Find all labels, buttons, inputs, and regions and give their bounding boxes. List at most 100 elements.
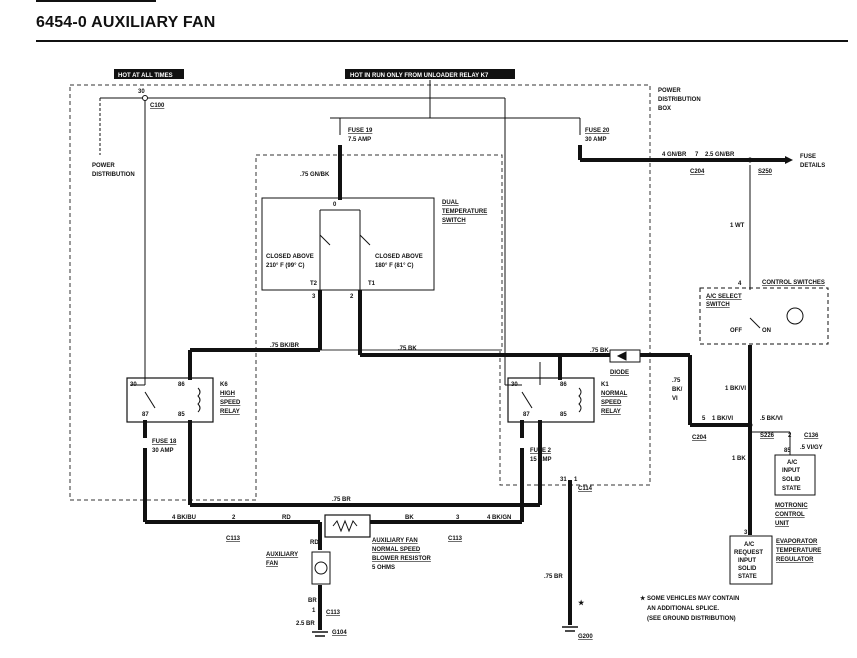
splice-s250 [747,157,753,163]
label-pin5: 5 [702,416,706,422]
hot-in-run-box [345,69,515,79]
label-closed1-1: CLOSED ABOVE [266,254,314,260]
label-c113-l: C113 [226,536,241,542]
label-pin1: 1 [574,477,578,483]
label-k6-r86: 86 [178,382,185,388]
label-pin3c: 3 [744,530,748,536]
label-pin2: 2 [350,294,354,300]
k1-switch-arm [521,391,533,409]
label-t1: T1 [368,281,376,287]
label-ac-input-1: A/C [787,460,798,466]
fuse-details-arrow [785,156,793,164]
k1-coil [578,387,582,413]
label-pin30-top: 30 [138,89,145,95]
label-c113-b: C113 [326,610,341,616]
diagram-labels: HOT AT ALL TIMES HOT IN RUN ONLY FROM UN… [92,73,825,640]
label-k6-3: SPEED [220,400,241,406]
label-pin1b: 1 [312,608,316,614]
label-diode: DIODE [610,370,629,376]
label-note-2: AN ADDITIONAL SPLICE. [647,606,719,612]
label-pin85: 85 [784,448,791,454]
label-dual-1: DUAL [442,200,459,206]
dual-temperature-switch-box [261,197,435,291]
temp-contact-1 [319,234,331,246]
label-rd: RD [282,515,291,521]
label-aux-2: FAN [266,561,278,567]
label-wire-75bkvi-a: .75 [672,378,681,384]
control-switch-box [699,287,829,345]
label-aux-1: AUXILIARY [266,552,298,558]
ground-g200-icon [562,626,578,632]
k6-switch-arm [144,391,156,409]
label-pin7: 7 [695,152,699,158]
k6-coil [197,387,201,413]
label-res-3: BLOWER RESISTOR [372,556,432,562]
label-evap-1: EVAPORATOR [776,539,818,545]
label-wire-25gnbr: 2.5 GN/BR [705,152,735,158]
label-ac-select-1: A/C SELECT [706,294,742,300]
label-wire-5vigy: .5 VI/GY [800,445,823,451]
label-wire-75gnbk: .75 GN/BK [300,172,330,178]
label-wire-75bk: .75 BK [398,346,417,352]
label-pin4: 4 [738,281,742,287]
label-k6-r85: 85 [178,412,185,418]
label-c204-bot: C204 [692,435,707,441]
label-wire-1bkvi2: 1 BK/VI [712,416,733,422]
label-motronic-3: UNIT [775,521,789,527]
label-on: ON [762,328,771,334]
motronic-box [774,454,816,496]
label-hot-all-times: HOT AT ALL TIMES [118,73,173,79]
label-fuse-details-1: FUSE [800,154,816,160]
hot-all-times-box [114,69,184,79]
snowflake-icon [786,307,804,325]
label-fuse19: FUSE 19 [348,128,373,134]
label-k1-r85: 85 [560,412,567,418]
label-t2: T2 [310,281,318,287]
label-k1-2: NORMAL [601,391,628,397]
label-pin0: 0 [333,202,337,208]
label-wire-75br: .75 BR [332,497,351,503]
label-acreq-5: STATE [738,574,757,580]
label-wire-75bk-diode: .75 BK [590,348,609,354]
label-k6-r87: 87 [142,412,149,418]
label-note-1: ★ SOME VEHICLES MAY CONTAIN [640,595,739,602]
label-pd-box-2: DISTRIBUTION [658,97,701,103]
label-fuse18: FUSE 18 [152,439,177,445]
label-off: OFF [730,328,742,334]
ac-switch-arm [749,317,761,329]
label-wire-1bkvi: 1 BK/VI [725,386,746,392]
label-res-4: 5 OHMS [372,565,395,571]
label-fuse2-amp: 15 AMP [530,457,551,463]
label-wire-25br: 2.5 BR [296,621,315,627]
connector-c100 [142,95,148,101]
label-acreq-1: A/C [744,542,755,548]
label-wire-4gnbr: 4 GN/BR [662,152,687,158]
label-rd2: RD [310,540,319,546]
label-note-3: (SEE GROUND DISTRIBUTION) [647,616,736,622]
label-k1-4: RELAY [601,409,621,415]
resistor-zigzag [332,519,358,533]
label-s226: S226 [760,433,775,439]
label-br: BR [308,598,317,604]
label-wire-1bk: 1 BK [732,456,746,462]
label-c204-top: C204 [690,169,705,175]
evaporator-box [729,535,773,585]
label-evap-2: TEMPERATURE [776,548,821,554]
label-fuse20: FUSE 20 [585,128,610,134]
label-k1-r87: 87 [523,412,530,418]
top-rule [36,0,156,2]
label-k6-1: K6 [220,382,228,388]
label-ac-input-4: STATE [782,486,801,492]
ground-g104-icon [312,631,328,637]
label-wire-4bkbu: 4 BK/BU [172,515,196,521]
label-c114: C114 [578,486,593,492]
label-k6-4: RELAY [220,409,240,415]
label-wire-75bkvi-c: VI [672,396,678,402]
label-motronic-1: MOTRONIC [775,503,808,509]
label-c100: C100 [150,103,165,109]
label-fuse18-amp: 30 AMP [152,448,173,454]
label-fuse-details-2: DETAILS [800,163,825,169]
label-evap-3: REGULATOR [776,557,814,563]
label-power-dist-2: DISTRIBUTION [92,172,135,178]
